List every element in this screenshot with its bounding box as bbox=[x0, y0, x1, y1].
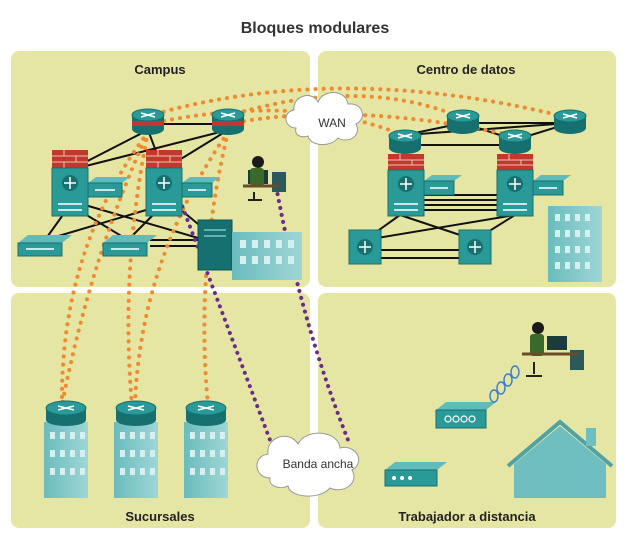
switch-icon bbox=[532, 175, 571, 196]
firewall-icon bbox=[52, 150, 88, 168]
diagram-title: Bloques modulares bbox=[241, 20, 390, 37]
switch-icon bbox=[17, 235, 72, 257]
wireless-signal-icon bbox=[489, 365, 520, 403]
router-icon bbox=[553, 109, 587, 134]
router-icon bbox=[388, 129, 422, 154]
house-icon bbox=[506, 419, 614, 498]
building-icon bbox=[232, 232, 302, 280]
branch-building-icon bbox=[114, 400, 158, 498]
wireless-router-icon bbox=[435, 402, 496, 429]
multilayer-switch-icon bbox=[458, 229, 492, 265]
wan-cloud-label: WAN bbox=[318, 116, 346, 130]
building-icon bbox=[548, 206, 602, 282]
switch-icon bbox=[87, 177, 130, 198]
multilayer-switch-icon bbox=[145, 167, 183, 217]
broadband-cloud-icon: Banda ancha bbox=[256, 432, 360, 497]
telework-label: Trabajador a distancia bbox=[398, 509, 536, 524]
multilayer-switch-icon bbox=[348, 229, 382, 265]
server-icon bbox=[197, 219, 233, 271]
modem-icon bbox=[384, 462, 447, 487]
datacenter-label: Centro de datos bbox=[417, 62, 516, 77]
broadband-links bbox=[178, 178, 352, 447]
router-icon bbox=[211, 108, 245, 135]
firewall-icon bbox=[146, 150, 182, 168]
broadband-cloud-label: Banda ancha bbox=[283, 457, 354, 471]
campus-label: Campus bbox=[134, 62, 185, 77]
switch-icon bbox=[102, 235, 157, 257]
multilayer-switch-icon bbox=[51, 167, 89, 217]
router-icon bbox=[131, 108, 165, 135]
wan-cloud-icon: WAN bbox=[285, 92, 363, 145]
branch-building-icon bbox=[184, 400, 228, 498]
router-icon bbox=[498, 129, 532, 154]
multilayer-switch-icon bbox=[496, 169, 534, 217]
firewall-icon bbox=[388, 154, 424, 170]
branches-label: Sucursales bbox=[125, 509, 194, 524]
router-icon bbox=[446, 109, 480, 134]
switch-icon bbox=[181, 177, 220, 198]
workstation-icon bbox=[522, 322, 584, 377]
branch-building-icon bbox=[44, 400, 88, 498]
switch-icon bbox=[423, 175, 462, 196]
firewall-icon bbox=[497, 154, 533, 170]
multilayer-switch-icon bbox=[387, 169, 425, 217]
workstation-icon bbox=[243, 156, 286, 201]
